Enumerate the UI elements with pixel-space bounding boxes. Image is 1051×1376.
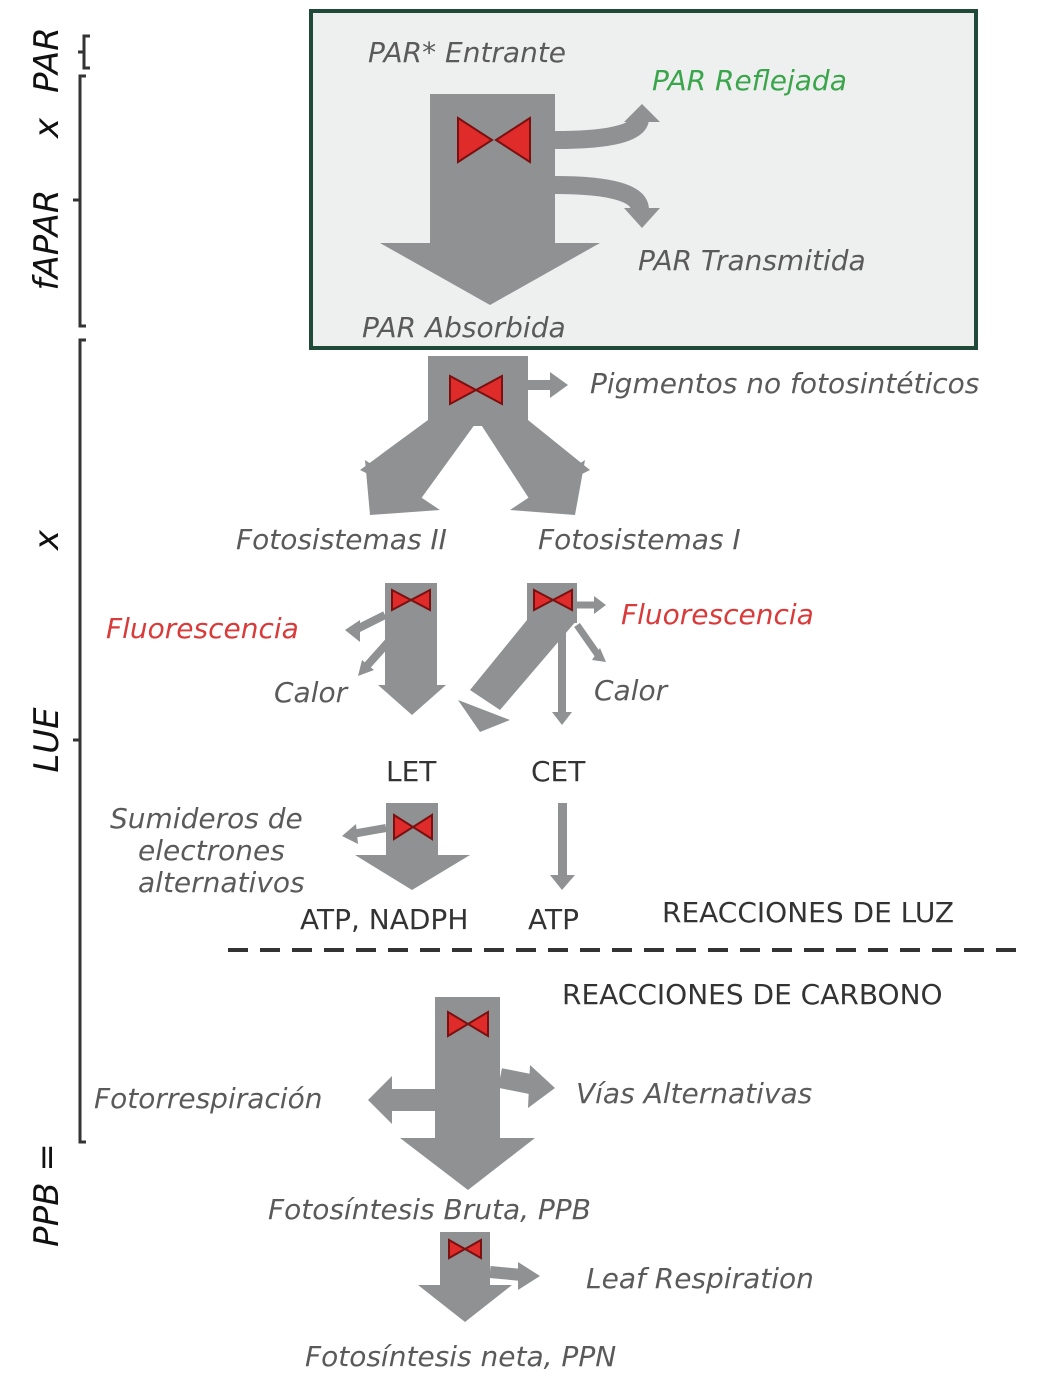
fotorrespiracion-label: Fotorrespiración <box>94 1082 322 1115</box>
bowtie-2 <box>449 374 479 406</box>
par-box <box>309 9 978 350</box>
atp-label: ATP <box>528 903 579 936</box>
arrow-split-photosystems <box>360 356 590 515</box>
arrow-cet <box>550 803 575 890</box>
reacciones-carbono-label: REACCIONES DE CARBONO <box>562 978 943 1011</box>
fotosistemas-i-label: Fotosistemas I <box>538 523 741 556</box>
bowtie-1 <box>457 116 494 164</box>
calor-right-label: Calor <box>594 674 669 707</box>
fotosistemas-ii-label: Fotosistemas II <box>236 523 447 556</box>
bowtie-let <box>393 813 415 841</box>
arrow-let <box>342 803 470 890</box>
sumideros-line3: alternativos <box>138 866 305 899</box>
arrow-psi <box>458 583 606 732</box>
fluorescencia-right-label: Fluorescencia <box>621 598 814 631</box>
let-label: LET <box>386 755 437 788</box>
reacciones-luz-label: REACCIONES DE LUZ <box>662 896 954 929</box>
bracket-par <box>78 34 90 70</box>
bowtie-respiration <box>448 1238 468 1260</box>
side-label-x2: x <box>27 529 67 551</box>
par-absorbida-label: PAR Absorbida <box>362 311 566 344</box>
atp-nadph-label: ATP, NADPH <box>300 903 468 936</box>
sumideros-line1: Sumideros de <box>110 802 303 835</box>
calor-left-label: Calor <box>274 676 349 709</box>
bowtie-psi <box>533 588 556 612</box>
bowtie-psii <box>391 588 414 612</box>
arrow-carbon <box>368 997 555 1190</box>
fotosintesis-bruta-label: Fotosíntesis Bruta, PPB <box>268 1193 591 1226</box>
cet-label: CET <box>531 755 586 788</box>
sumideros-line2: electrones <box>138 834 285 867</box>
fotosintesis-neta-label: Fotosíntesis neta, PPN <box>305 1340 616 1373</box>
side-label-par: PAR <box>27 27 67 93</box>
arrow-par-main <box>380 94 660 305</box>
par-reflejada-label: PAR Reflejada <box>652 64 847 97</box>
side-label-lue: LUE <box>27 707 67 773</box>
pigmentos-label: Pigmentos no fotosintéticos <box>590 367 979 400</box>
bowtie-carbon <box>447 1010 470 1038</box>
side-label-ppb: PPB = <box>27 1143 67 1247</box>
arrow-respiration <box>418 1232 540 1322</box>
left-brackets <box>73 34 90 1144</box>
side-label-x1: x <box>27 117 67 139</box>
fluorescencia-left-label: Fluorescencia <box>106 612 299 645</box>
bracket-fapar <box>73 74 86 328</box>
par-entrante-label: PAR* Entrante <box>368 36 566 69</box>
vias-alternativas-label: Vías Alternativas <box>576 1077 812 1110</box>
arrow-psii <box>345 583 446 715</box>
par-transmitida-label: PAR Transmitida <box>638 244 866 277</box>
bracket-lue <box>73 338 86 1144</box>
leaf-respiration-label: Leaf Respiration <box>586 1262 814 1295</box>
side-label-fapar: fAPAR <box>27 190 67 291</box>
